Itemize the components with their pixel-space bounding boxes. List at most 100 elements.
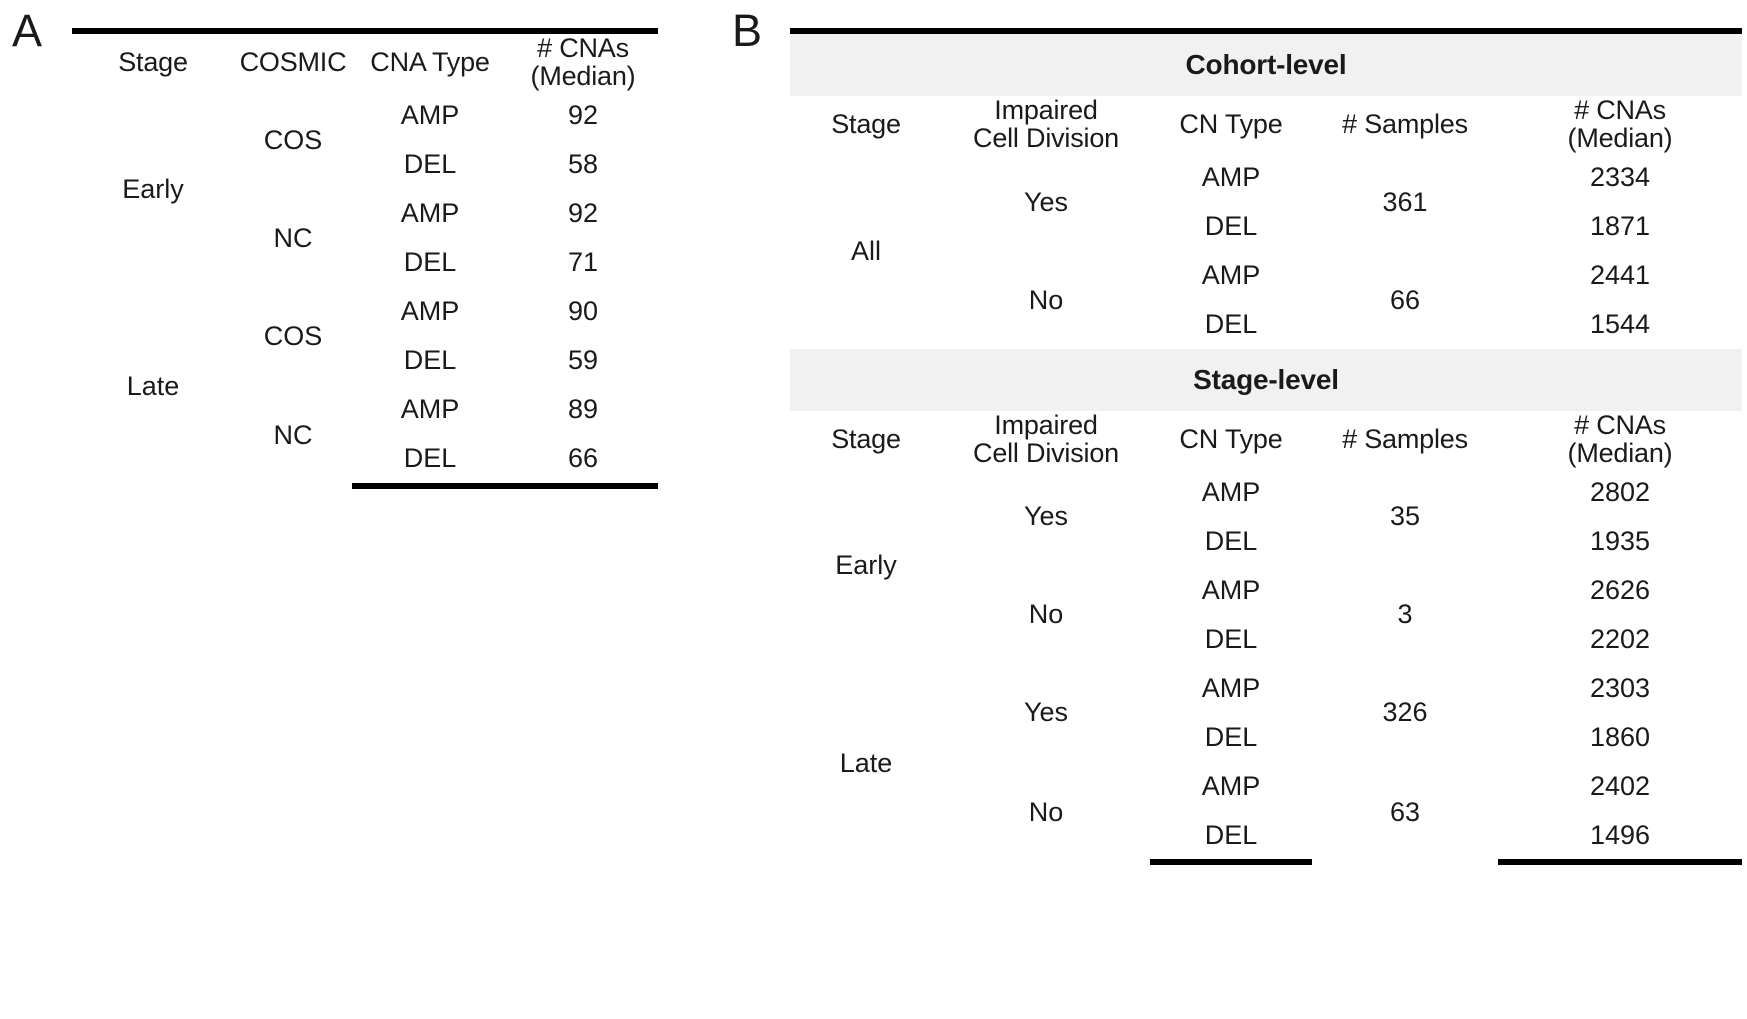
cell-cnas-median: 2802 [1589,476,1651,507]
cell-cnas-median: 59 [567,345,599,376]
cell-cnas-median: 2441 [1589,260,1651,291]
cell-impaired: No [1028,796,1064,827]
cell-cnas-median: 90 [567,296,599,327]
table-row: DEL 59 [72,336,658,385]
cell-cosmic: COS [263,320,323,351]
header-cnas-median: # CNAs (Median) [508,28,658,92]
header-cnas-line2: (Median) [1567,123,1673,154]
header-cn-type: CN Type [1179,109,1283,140]
cell-cnas-median: 66 [508,433,658,489]
panel-b-letter: B [732,5,763,56]
cell-cnas-median: 2334 [1589,162,1651,193]
cell-samples: 326 [1382,697,1428,728]
table-row: Late COS AMP 90 [72,287,658,400]
table-row: No AMP 66 2441 [790,251,1742,314]
header-cosmic: COSMIC [234,28,352,91]
cell-cna-type: DEL [352,433,508,489]
header-samples: # Samples [1342,109,1468,140]
header-cna-type: CNA Type [352,28,508,91]
panel-a-table: Stage COSMIC CNA Type # CNAs (Median) Ea… [72,28,658,489]
header-cnas-median: # CNAs (Median) [1498,409,1742,469]
table-row: DEL 1544 [790,300,1742,349]
cell-cna-type: DEL [403,247,457,278]
cell-impaired: No [1028,284,1064,315]
section-band-stage-level: Stage-level [790,348,1743,411]
table-row: DEL 1496 [790,810,1743,866]
header-impaired-line2: Cell Division [973,438,1119,469]
cell-cn-type: DEL [1150,810,1312,866]
cell-cnas-median: 92 [567,198,599,229]
cell-stage: Early [835,550,897,581]
cell-cn-type: DEL [1204,309,1258,340]
header-cnas-line2: (Median) [1567,438,1673,469]
header-impaired-line1: Impaired [994,95,1098,125]
cell-cnas-median: 92 [567,100,599,131]
section-band-cohort-level: Cohort-level [790,28,1743,96]
table-row: DEL 2202 [790,614,1742,663]
cell-cnas-median: 2303 [1589,672,1651,703]
cell-cnas-median: 89 [567,394,599,425]
table-row: DEL 1860 [790,712,1742,761]
cell-cna-type: DEL [403,149,457,180]
table-b-header-row-stage: Stage Impaired Cell Division CN Type # S… [790,409,1742,469]
header-cnas-line2: (Median) [530,61,636,92]
cell-stage: All [850,235,881,266]
cell-cnas-median: 58 [567,149,599,180]
header-cnas-line1: # CNAs [537,33,629,63]
header-impaired-line2: Cell Division [973,123,1119,154]
table-row: DEL 1871 [790,202,1742,251]
cell-stage: Late [839,747,893,778]
table-row: DEL 1935 [790,516,1742,565]
table-row: Early COS AMP 92 [72,91,658,203]
cell-cn-type: AMP [1201,574,1261,605]
table-row: DEL 66 [72,433,658,489]
cell-cnas-median: 1544 [1589,309,1651,340]
header-cnas-line1: # CNAs [1574,95,1666,125]
header-cnas-line1: # CNAs [1574,409,1666,440]
cell-cna-type: AMP [400,296,460,327]
cell-stage: Early [122,173,184,204]
cell-samples: 66 [1389,284,1421,315]
cell-cn-type: AMP [1201,476,1261,507]
cell-samples: 63 [1389,796,1421,827]
table-row: No AMP 3 2626 [790,565,1742,629]
header-stage: Stage [831,423,901,454]
cell-cna-type: DEL [403,345,457,376]
table-row: NC AMP 92 [72,189,658,252]
cell-samples: 3 [1397,599,1413,630]
table-a-header-row: Stage COSMIC CNA Type # CNAs (Median) [72,28,658,92]
cell-samples: 361 [1382,186,1428,217]
cell-cosmic: NC [273,222,313,253]
cell-cosmic: NC [273,420,313,451]
cell-cna-type: AMP [400,198,460,229]
cell-cn-type: AMP [1201,162,1261,193]
table-row: DEL 58 [72,140,658,189]
cell-impaired: Yes [1023,501,1069,532]
cell-cosmic: COS [263,124,323,155]
cell-cn-type: AMP [1201,260,1261,291]
cell-cnas-median: 1935 [1589,525,1651,556]
cell-cna-type: AMP [400,100,460,131]
cell-cnas-median: 1871 [1589,211,1651,242]
cell-samples: 35 [1389,501,1421,532]
header-impaired-line1: Impaired [994,409,1098,440]
cell-cn-type: DEL [1204,525,1258,556]
table-row: NC AMP 89 [72,385,658,449]
cell-cnas-median: 1496 [1498,810,1743,866]
table-row: DEL 71 [72,238,658,287]
cell-cn-type: AMP [1201,672,1261,703]
header-samples: # Samples [1342,423,1468,454]
cell-stage: Late [126,371,180,402]
header-impaired-cell-division: Impaired Cell Division [942,96,1150,153]
header-stage: Stage [831,109,901,140]
cell-cn-type: DEL [1204,623,1258,654]
cell-cna-type: AMP [400,394,460,425]
table-b-header-row-cohort: Stage Impaired Cell Division CN Type # S… [790,96,1742,153]
header-stage: Stage [72,28,234,91]
table-row: Early Yes AMP 35 2802 [790,467,1742,580]
cell-cnas-median: 2202 [1589,623,1651,654]
table-row: No AMP 63 2402 [790,761,1742,826]
section-band-label: Stage-level [790,348,1743,411]
cell-cn-type: DEL [1204,721,1258,752]
cell-cn-type: AMP [1201,770,1261,801]
